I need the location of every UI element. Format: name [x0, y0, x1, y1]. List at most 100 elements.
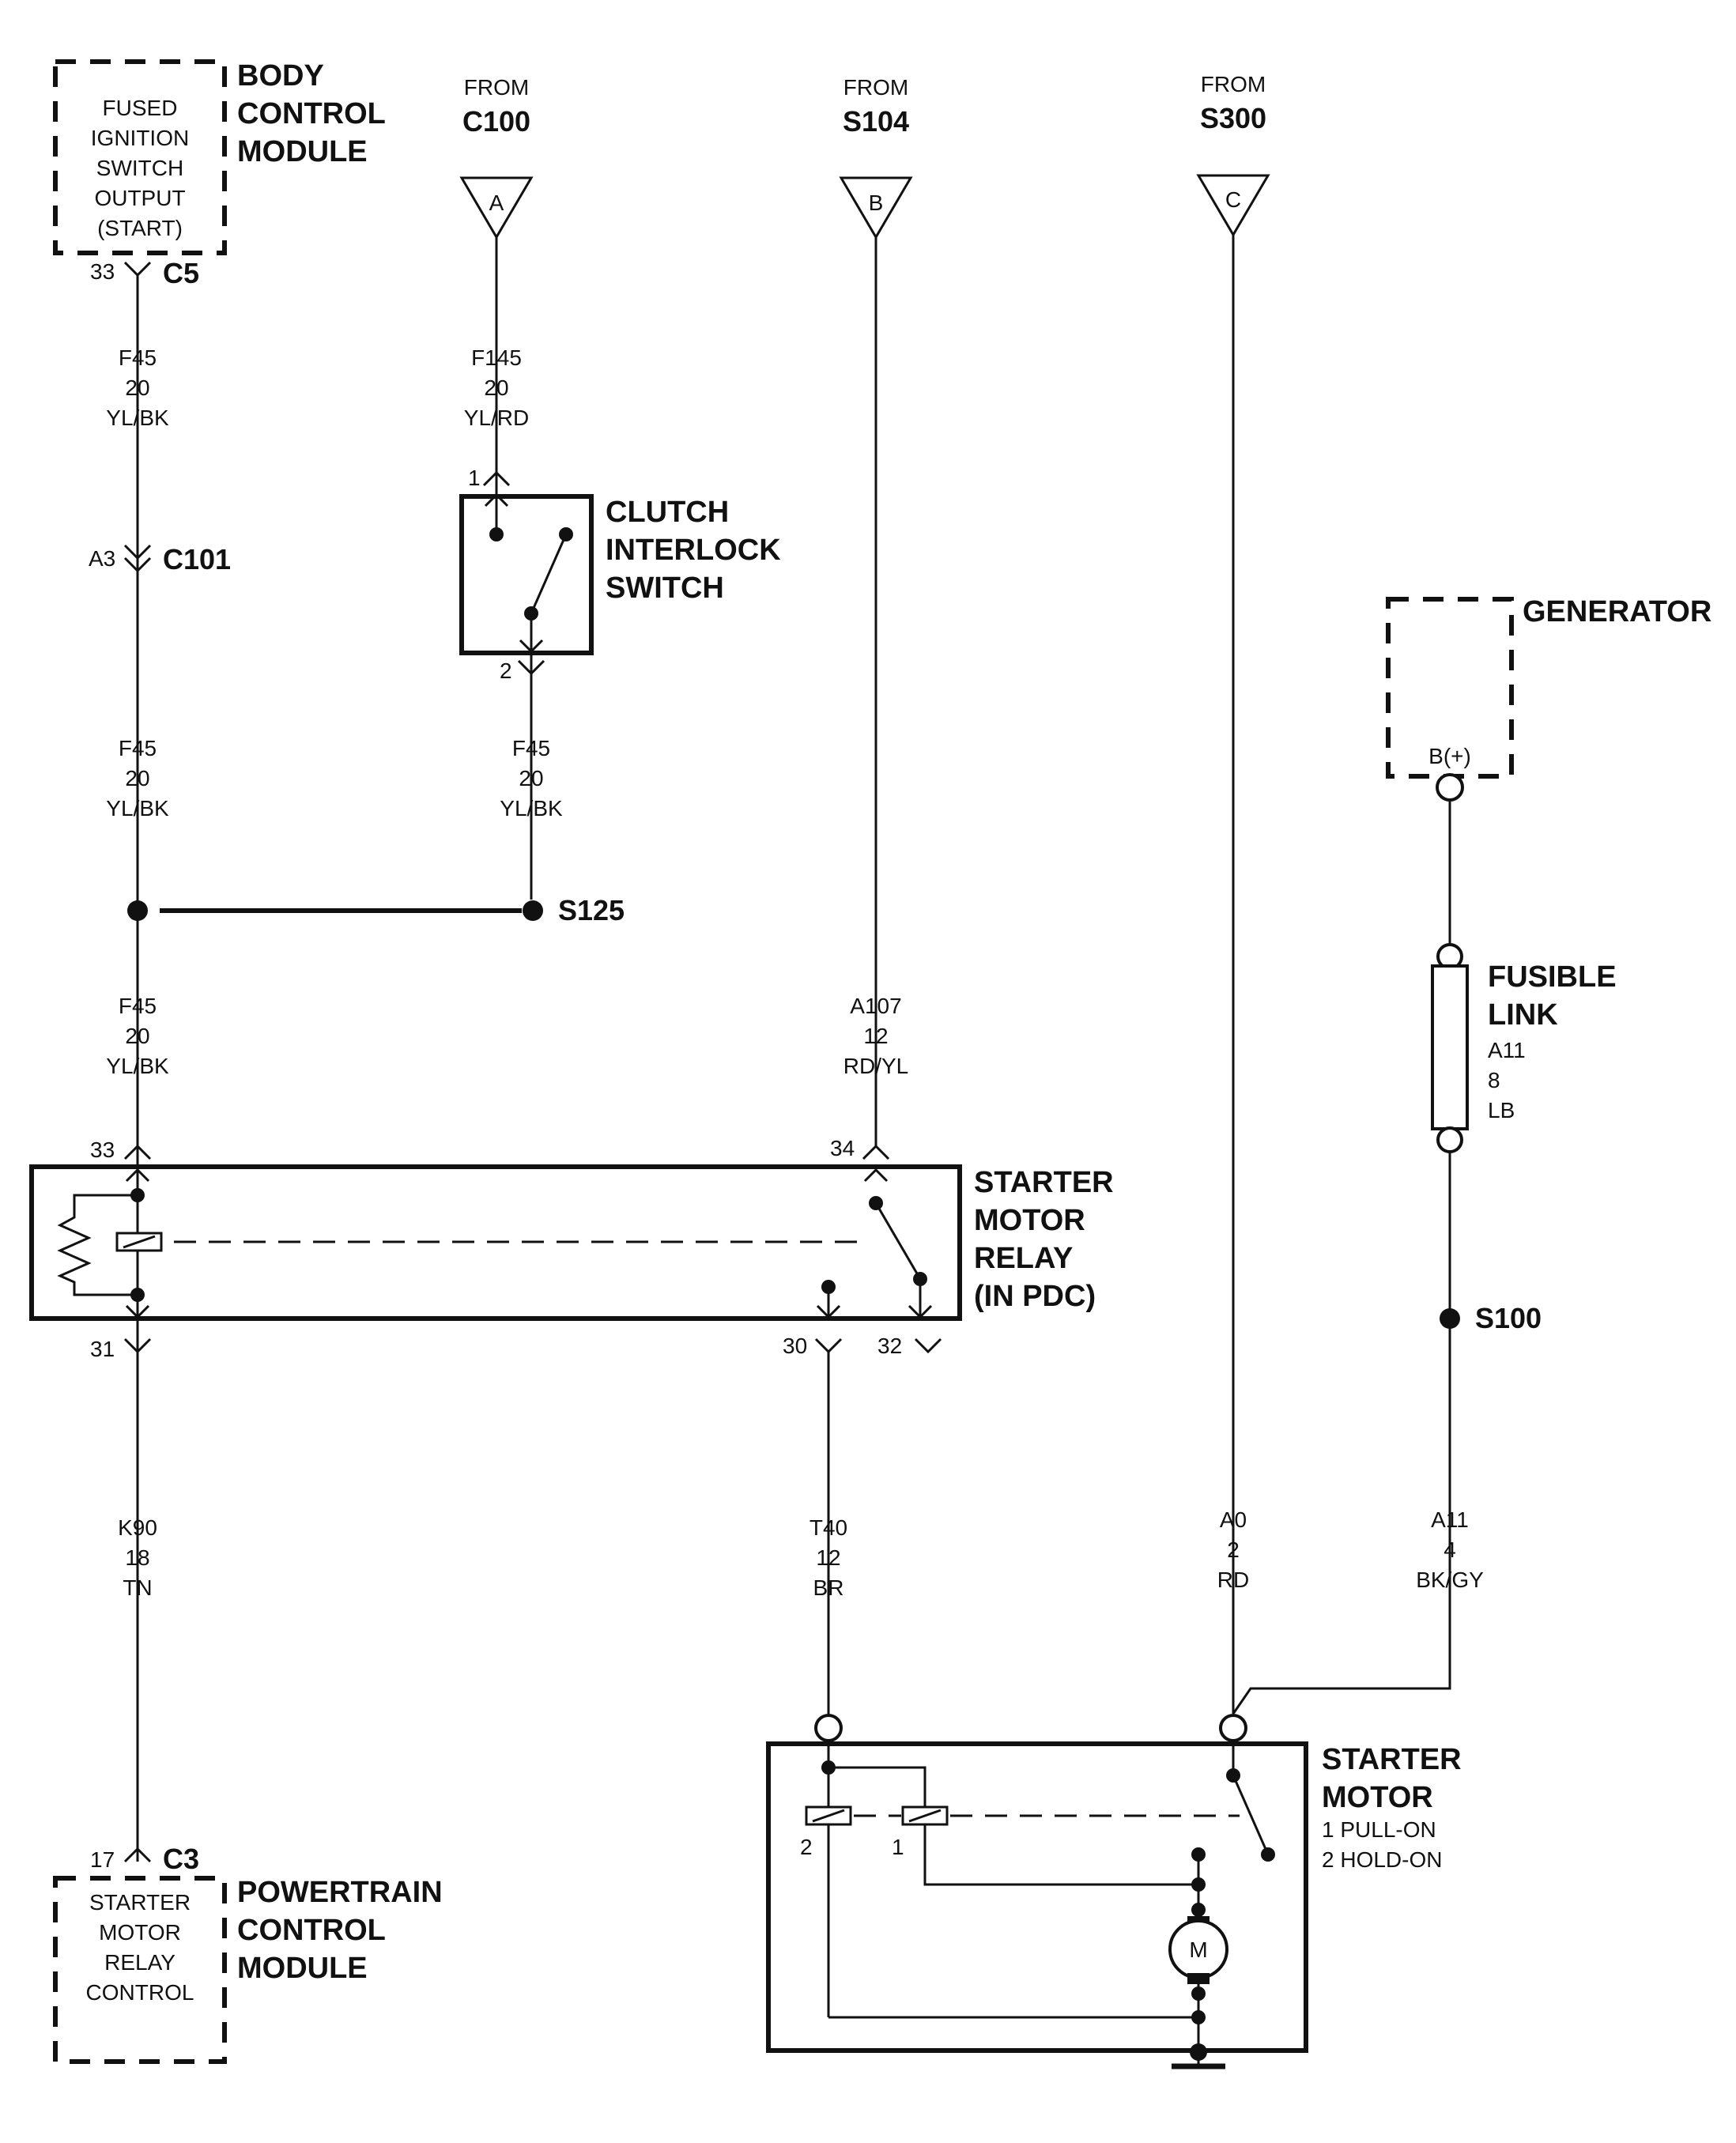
clutch-pin-bottom: 2: [500, 658, 512, 683]
svg-text:STARTER: STARTER: [89, 1890, 191, 1915]
c101-id: C101: [163, 543, 231, 575]
source-c100: FROM C100 A: [459, 75, 534, 240]
svg-text:F45: F45: [119, 994, 157, 1018]
svg-text:STARTER: STARTER: [974, 1166, 1114, 1199]
svg-text:MOTOR: MOTOR: [974, 1204, 1085, 1237]
svg-text:CONTROL: CONTROL: [237, 1914, 386, 1947]
bcm-inner-line1: FUSED: [103, 96, 178, 120]
splice-dot-s125: [523, 900, 543, 921]
svg-text:4: 4: [1444, 1537, 1456, 1562]
source-s104: FROM S104 B: [839, 75, 913, 240]
bcm-title-line1: BODY: [237, 59, 324, 92]
starter-motor-relay: 33 34 31 30 32 STARTER MOTOR RELAY (IN: [29, 1136, 1114, 1361]
wire-label-t40: T40 12 BR: [810, 1515, 847, 1600]
svg-text:F145: F145: [471, 345, 522, 370]
svg-text:STARTER: STARTER: [1322, 1743, 1462, 1776]
svg-text:S104: S104: [843, 105, 909, 138]
svg-text:RELAY: RELAY: [974, 1242, 1073, 1275]
generator-terminal-ring: [1436, 773, 1464, 802]
relay-box: [29, 1164, 962, 1321]
splice-dot-s100: [1440, 1308, 1460, 1329]
wire-label-f45-bot: F45 20 YL/BK: [106, 994, 169, 1078]
wire-label-a0: A0 2 RD: [1217, 1507, 1249, 1592]
pcm-connector: C3: [163, 1843, 199, 1875]
svg-text:GENERATOR: GENERATOR: [1523, 595, 1711, 628]
wire-label-a107: A107 12 RD/YL: [843, 994, 908, 1078]
svg-text:20: 20: [484, 375, 508, 400]
svg-text:20: 20: [125, 766, 149, 790]
fusible-link-body: [1431, 964, 1469, 1130]
svg-text:F45: F45: [119, 345, 157, 370]
wire-label-f45-mid2: F45 20 YL/BK: [500, 736, 563, 821]
c3-connector-symbol: [123, 1847, 152, 1863]
svg-text:YL/RD: YL/RD: [464, 406, 529, 430]
wire-label-k90: K90 18 TN: [118, 1515, 157, 1600]
relay-pin-30: 30: [783, 1334, 807, 1358]
source-triangle-b: [839, 176, 913, 240]
wire-label-f45-mid: F45 20 YL/BK: [106, 736, 169, 821]
svg-text:YL/BK: YL/BK: [106, 1054, 169, 1078]
svg-text:A11: A11: [1431, 1507, 1469, 1532]
svg-text:POWERTRAIN: POWERTRAIN: [237, 1876, 443, 1909]
svg-text:18: 18: [125, 1545, 149, 1570]
svg-text:CONTROL: CONTROL: [86, 1980, 194, 2005]
pcm-box: [53, 1876, 227, 2064]
splice-dot-left: [127, 900, 148, 921]
source-triangle-c: [1196, 174, 1270, 237]
splice-s125-label: S125: [558, 894, 625, 926]
wire-label-f145: F145 20 YL/RD: [464, 345, 529, 430]
svg-text:BK/GY: BK/GY: [1416, 1568, 1484, 1592]
svg-text:S300: S300: [1200, 102, 1266, 134]
svg-text:MODULE: MODULE: [237, 1952, 368, 1985]
svg-text:YL/BK: YL/BK: [106, 406, 169, 430]
bcm-inner-line2: IGNITION: [91, 126, 189, 150]
svg-text:A11: A11: [1488, 1038, 1526, 1062]
svg-text:FROM: FROM: [843, 75, 908, 100]
svg-text:CLUTCH: CLUTCH: [606, 496, 729, 529]
svg-text:K90: K90: [118, 1515, 157, 1540]
svg-text:12: 12: [816, 1545, 840, 1570]
starter-coil-2-label: 2: [800, 1835, 813, 1859]
svg-text:F45: F45: [119, 736, 157, 760]
wire-a11-to-starter: [1232, 1646, 1451, 1715]
bcm-box: [53, 59, 227, 255]
generator: GENERATOR B(+): [1386, 595, 1711, 802]
svg-text:SWITCH: SWITCH: [606, 572, 724, 605]
svg-text:RD: RD: [1217, 1568, 1249, 1592]
pcm-pin: 17: [90, 1847, 115, 1872]
bcm-inner-line4: OUTPUT: [94, 186, 185, 210]
svg-text:YL/BK: YL/BK: [500, 796, 563, 821]
clutch-pin-top: 1: [468, 466, 481, 490]
c101-pin: A3: [89, 546, 115, 571]
starter-terminal-a0: [1219, 1714, 1247, 1742]
relay-pin-32: 32: [877, 1334, 902, 1358]
motor-label: M: [1189, 1937, 1207, 1962]
svg-text:FROM: FROM: [464, 75, 529, 100]
source-s300: FROM S300 C: [1196, 72, 1270, 237]
starter-coil-1-label: 1: [892, 1835, 904, 1859]
svg-text:A0: A0: [1220, 1507, 1247, 1532]
svg-text:A107: A107: [850, 994, 901, 1018]
svg-text:FROM: FROM: [1201, 72, 1266, 96]
svg-text:YL/BK: YL/BK: [106, 796, 169, 821]
svg-text:2 HOLD-ON: 2 HOLD-ON: [1322, 1847, 1442, 1872]
bcm-inner-line5: (START): [97, 216, 183, 240]
svg-text:20: 20: [519, 766, 543, 790]
relay-pin-31: 31: [90, 1337, 115, 1361]
fusible-link: FUSIBLE LINK A11 8 LB: [1431, 943, 1617, 1153]
svg-text:20: 20: [125, 1024, 149, 1048]
svg-text:MOTOR: MOTOR: [1322, 1781, 1433, 1814]
svg-text:LB: LB: [1488, 1098, 1515, 1122]
clutch-box: [459, 494, 594, 655]
c5-connector-symbol: [123, 261, 152, 277]
source-triangle-a: [459, 176, 534, 240]
splice-s100-label: S100: [1475, 1302, 1542, 1334]
svg-text:C: C: [1225, 187, 1241, 212]
svg-text:BR: BR: [813, 1575, 844, 1600]
powertrain-control-module: 17 C3 STARTER MOTOR RELAY CONTROL POWERT…: [53, 1843, 443, 2064]
svg-text:A: A: [489, 191, 504, 215]
svg-text:MOTOR: MOTOR: [99, 1920, 181, 1945]
svg-text:TN: TN: [123, 1575, 152, 1600]
bcm-title-line2: CONTROL: [237, 97, 386, 130]
